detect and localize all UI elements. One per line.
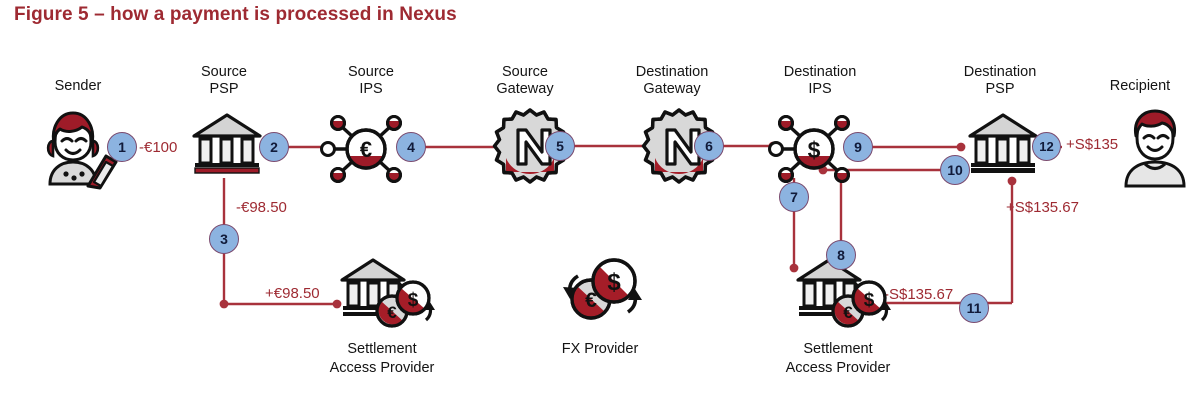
step-badge-5[interactable]: 5 — [545, 131, 575, 161]
svg-text:$: $ — [408, 290, 419, 311]
bottom-label-settlement-access-provider-source: Settlement Access Provider — [302, 340, 462, 378]
step-badge-2[interactable]: 2 — [259, 132, 289, 162]
svg-text:€: € — [387, 303, 397, 322]
person-with-phone-icon — [30, 108, 118, 190]
column-header-line1: Destination — [783, 64, 857, 80]
person-icon — [1118, 108, 1192, 188]
column-header-line1: Source — [502, 64, 548, 80]
column-header-line1: Recipient — [1109, 78, 1171, 94]
network-hub-dollar-icon: $ — [768, 112, 856, 186]
step-badge-7[interactable]: 7 — [779, 182, 809, 212]
bank-icon — [192, 113, 262, 175]
nexus-gear-icon — [641, 108, 717, 184]
amount-label-sap-source-credit: +€98.50 — [265, 285, 320, 302]
bank-fx-exchange-icon: € $ — [340, 258, 436, 328]
amount-label-sender-debit: -€100 — [139, 139, 178, 156]
amount-label-destination-psp-credit: +S$135.67 — [1006, 199, 1079, 216]
step-badge-6[interactable]: 6 — [694, 131, 724, 161]
column-header-sender: Sender — [18, 78, 138, 95]
svg-text:$: $ — [607, 269, 621, 296]
bank-icon — [968, 113, 1038, 175]
column-header-destination-ips: Destination IPS — [753, 64, 887, 98]
bottom-label-line2: Access Provider — [329, 360, 435, 376]
amount-label-recipient-credit: +S$135 — [1066, 136, 1119, 153]
step-badge-1[interactable]: 1 — [107, 132, 137, 162]
network-hub-euro-icon: € — [320, 112, 408, 186]
bottom-label-fx-provider: FX Provider — [520, 340, 680, 359]
column-header-line1: Sender — [54, 78, 102, 94]
bottom-label-line2: Access Provider — [785, 360, 891, 376]
step-badge-11[interactable]: 11 — [959, 293, 989, 323]
column-header-destination-psp: Destination PSP — [933, 64, 1067, 98]
column-header-source-ips: Source IPS — [311, 64, 431, 98]
column-header-line2: IPS — [359, 81, 383, 97]
bottom-label-line1: Settlement — [803, 341, 873, 357]
svg-text:$: $ — [864, 290, 875, 311]
column-header-source-psp: Source PSP — [164, 64, 284, 98]
step-badge-4[interactable]: 4 — [396, 132, 426, 162]
step-badge-10[interactable]: 10 — [940, 155, 970, 185]
column-header-line1: Destination — [635, 64, 709, 80]
step-badge-8[interactable]: 8 — [826, 240, 856, 270]
svg-text:€: € — [585, 289, 597, 312]
column-header-source-gateway: Source Gateway — [465, 64, 585, 98]
column-header-recipient: Recipient — [1080, 78, 1200, 95]
column-header-line1: Source — [201, 64, 247, 80]
svg-text:€: € — [843, 303, 853, 322]
step-badge-9[interactable]: 9 — [843, 132, 873, 162]
bottom-label-settlement-access-provider-destination: Settlement Access Provider — [758, 340, 918, 378]
bottom-label-line1: FX Provider — [561, 341, 639, 357]
step-badge-3[interactable]: 3 — [209, 224, 239, 254]
column-header-line2: PSP — [985, 81, 1015, 97]
column-header-line1: Destination — [963, 64, 1037, 80]
bottom-label-line1: Settlement — [347, 341, 417, 357]
fx-exchange-coins-icon: € $ — [558, 254, 644, 328]
svg-text:$: $ — [808, 137, 821, 163]
column-header-line2: IPS — [808, 81, 832, 97]
column-header-line2: PSP — [209, 81, 239, 97]
figure-title: Figure 5 – how a payment is processed in… — [14, 4, 457, 25]
column-header-destination-gateway: Destination Gateway — [605, 64, 739, 98]
bank-fx-exchange-icon: € $ — [796, 258, 892, 328]
column-header-line1: Source — [348, 64, 394, 80]
amount-label-source-psp-debit: -€98.50 — [236, 199, 287, 216]
column-header-line2: Gateway — [496, 81, 554, 97]
amount-label-sap-destination-debit: -S$135.67 — [884, 286, 954, 303]
svg-text:€: € — [360, 137, 372, 162]
step-badge-12[interactable]: 12 — [1032, 132, 1061, 161]
column-header-line2: Gateway — [643, 81, 701, 97]
nexus-gear-icon — [492, 108, 568, 184]
